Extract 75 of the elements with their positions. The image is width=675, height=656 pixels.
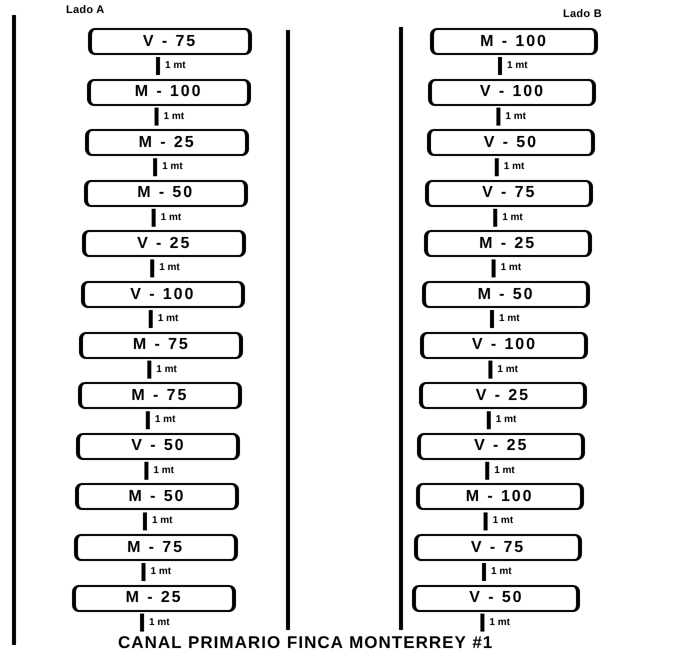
segment-code: M - 50 <box>137 185 194 202</box>
segment-code: M - 25 <box>126 590 182 606</box>
segment-code: M - 75 <box>131 388 188 404</box>
segment-box <box>79 332 244 359</box>
dimension-label: 1 mt <box>149 618 170 628</box>
segment-box <box>422 281 590 308</box>
segment-box <box>430 28 598 55</box>
dimension-label: 1 mt <box>156 364 177 375</box>
dimension-label: 1 mt <box>492 516 514 526</box>
dimension-label: 1 mt <box>159 263 180 274</box>
segment-code: V - 75 <box>482 185 536 202</box>
segment-code: V - 25 <box>474 438 528 454</box>
segment-code: V - 50 <box>469 590 524 606</box>
segment-box <box>425 180 594 207</box>
segment-code: M - 100 <box>466 488 534 505</box>
segment-box <box>426 129 595 156</box>
dimension-label: 1 mt <box>497 364 518 375</box>
segment-box <box>82 230 246 258</box>
side-label: Lado A <box>66 3 105 18</box>
segment-box <box>428 78 596 106</box>
segment-box <box>414 534 582 561</box>
segment-code: V - 50 <box>131 438 186 454</box>
dimension-label: 1 mt <box>165 61 186 71</box>
dimension-label: 1 mt <box>158 314 178 324</box>
segment-box <box>72 584 236 612</box>
segment-code: V - 25 <box>137 236 192 252</box>
segment-code: V - 100 <box>480 84 545 100</box>
segment-box <box>417 432 586 460</box>
segment-box <box>74 483 239 510</box>
segment-code: M - 75 <box>127 540 184 556</box>
segment-code: M - 50 <box>478 286 534 302</box>
segment-box <box>420 332 588 359</box>
dimension-label: 1 mt <box>153 466 174 476</box>
segment-code: M - 50 <box>128 488 186 505</box>
segment-code: M - 100 <box>134 84 202 100</box>
dimension-label: 1 mt <box>504 162 524 172</box>
segment-code: V - 75 <box>470 540 526 556</box>
segment-box <box>80 281 245 308</box>
segment-box <box>84 180 248 207</box>
segment-box <box>85 129 250 156</box>
segment-code: V - 75 <box>142 34 198 50</box>
segment-box <box>74 534 238 561</box>
segment-code: M - 25 <box>138 134 196 151</box>
segment-code: V - 100 <box>472 337 537 354</box>
dimension-label: 1 mt <box>489 618 510 628</box>
segment-box <box>88 28 252 55</box>
dimension-label: 1 mt <box>162 162 183 172</box>
dimension-label: 1 mt <box>502 212 523 223</box>
segment-box <box>78 382 242 410</box>
segment-box <box>412 584 580 612</box>
dimension-label: 1 mt <box>491 567 512 577</box>
dimension-label: 1 mt <box>499 314 520 324</box>
segment-code: M - 100 <box>480 34 548 50</box>
dimension-label: 1 mt <box>496 415 516 426</box>
dimension-label: 1 mt <box>500 263 522 274</box>
dimension-label: 1 mt <box>152 516 172 526</box>
dimension-label: 1 mt <box>150 567 172 577</box>
segment-box <box>416 483 584 510</box>
dimension-label: 1 mt <box>154 415 176 426</box>
segment-box <box>418 382 587 410</box>
segment-code: V - 100 <box>130 286 196 302</box>
side-label: Lado B <box>563 7 602 22</box>
dimension-label: 1 mt <box>505 112 526 122</box>
segment-box <box>424 230 592 258</box>
segment-code: V - 50 <box>484 134 538 151</box>
segment-code: M - 25 <box>479 236 536 252</box>
segment-code: M - 75 <box>132 337 190 354</box>
dimension-label: 1 mt <box>160 212 182 223</box>
dimension-label: 1 mt <box>164 112 184 122</box>
segment-box <box>76 432 240 460</box>
segment-code: V - 25 <box>476 388 530 404</box>
dimension-label: 1 mt <box>507 61 528 71</box>
dimension-label: 1 mt <box>494 466 515 476</box>
diagram-caption: CANAL PRIMARIO FINCA MONTERREY #1 <box>118 634 494 651</box>
segment-box <box>86 78 251 106</box>
